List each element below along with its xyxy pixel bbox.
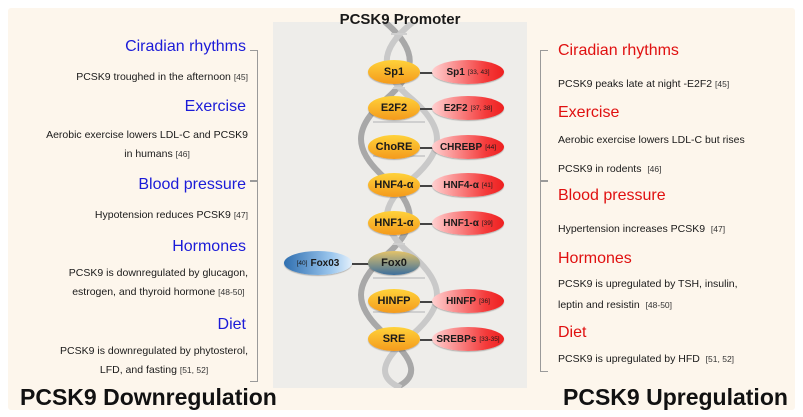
desc-text: PCSK9 is downregulated by glucagon, <box>68 267 248 279</box>
element-hnf4a: HNF4-α <box>368 173 420 197</box>
binding-link <box>420 223 434 225</box>
factor-label: Sp1 <box>446 66 465 78</box>
desc-line: estrogen, and thyroid hormone [48-50] <box>69 283 248 302</box>
desc-text: PCSK9 in rodents <box>558 163 642 175</box>
factor-label: E2F2 <box>443 102 468 114</box>
up-heading-diet: Diet <box>558 324 587 341</box>
binding-link <box>420 339 434 341</box>
binding-link <box>420 301 434 303</box>
down-desc-diet: PCSK9 is downregulated by phytosterol, L… <box>60 342 248 380</box>
binding-link <box>420 72 434 74</box>
up-desc-exercise: Aerobic exercise lowers LDL-C but rises … <box>558 131 745 179</box>
down-desc-circadian: PCSK9 troughed in the afternoon [45] <box>76 68 248 87</box>
ref-citation: [45] <box>715 79 730 89</box>
up-heading-circadian: Ciradian rhythms <box>558 42 679 59</box>
up-bracket-bottom <box>540 180 548 372</box>
factor-e2f2: E2F2[37, 38] <box>432 96 504 120</box>
ref-citation: [48-50] <box>645 300 673 310</box>
factor-label: CHREBP <box>439 141 483 153</box>
ref-citation: [48-50] <box>218 287 245 297</box>
element-hinfp: HINFP <box>368 289 420 313</box>
ref-citation: [37, 38] <box>470 104 493 112</box>
down-bracket-bottom <box>250 180 258 382</box>
desc-text: PCSK9 peaks late at night -E2F2 <box>558 78 713 90</box>
factor-srebps: SREBPs[33-35] <box>432 327 504 351</box>
binding-link <box>352 263 370 265</box>
binding-link <box>420 185 434 187</box>
up-heading-blood-pressure: Blood pressure <box>558 187 666 204</box>
desc-line: PCSK9 in rodents [46] <box>558 160 745 179</box>
element-hnf1a: HNF1-α <box>368 211 420 235</box>
ref-citation: [39] <box>481 219 493 227</box>
element-fox0: Fox0 <box>368 251 420 275</box>
desc-text: Hypotension reduces PCSK9 <box>94 209 231 221</box>
element-sre: SRE <box>368 327 420 351</box>
up-desc-blood-pressure: Hypertension increases PCSK9 [47] <box>558 220 725 239</box>
factor-label: SREBPs <box>436 333 477 345</box>
down-label: PCSK9 Downregulation <box>20 384 277 410</box>
factor-hnf4a: HNF4-α[41] <box>432 173 504 197</box>
element-sp1: Sp1 <box>368 60 420 84</box>
desc-text: PCSK9 is upregulated by HFD <box>558 353 700 365</box>
binding-link <box>420 147 434 149</box>
ref-citation: [46] <box>647 164 662 174</box>
binding-link <box>420 108 434 110</box>
element-chore: ChoRE <box>368 135 420 159</box>
ref-citation: [47] <box>233 210 248 220</box>
ref-citation: [51, 52] <box>705 354 735 364</box>
ref-citation: [40] <box>296 259 308 267</box>
up-desc-hormones: PCSK9 is upregulated by TSH, insulin, le… <box>558 275 738 315</box>
factor-sp1: Sp1[33, 43] <box>432 60 504 84</box>
factor-chrebp: CHREBP[44] <box>432 135 504 159</box>
desc-text: PCSK9 is upregulated by TSH, insulin, <box>558 278 738 290</box>
ref-citation: [47] <box>710 224 726 234</box>
desc-text: Hypertension increases PCSK9 <box>558 223 706 235</box>
desc-line: in humans [46] <box>46 145 248 164</box>
down-desc-exercise: Aerobic exercise lowers LDL-C and PCSK9 … <box>46 126 248 164</box>
factor-fox03: [40]Fox03 <box>284 251 352 275</box>
down-heading-diet: Diet <box>217 316 246 333</box>
up-desc-diet: PCSK9 is upregulated by HFD [51, 52] <box>558 350 734 369</box>
down-heading-exercise: Exercise <box>184 98 246 115</box>
down-heading-blood-pressure: Blood pressure <box>138 176 246 193</box>
up-heading-exercise: Exercise <box>558 104 620 121</box>
factor-label: HNF1-α <box>443 217 479 229</box>
element-e2f2: E2F2 <box>368 96 420 120</box>
up-bracket-top <box>540 50 548 182</box>
down-bracket-top <box>250 50 258 182</box>
desc-text: estrogen, and thyroid hormone <box>72 286 216 298</box>
desc-text: PCSK9 troughed in the afternoon <box>76 71 231 83</box>
desc-text: Aerobic exercise lowers LDL-C but rises <box>558 134 745 146</box>
ref-citation: [36] <box>479 297 490 305</box>
desc-text: in humans <box>124 148 173 160</box>
desc-text: Aerobic exercise lowers LDL-C and PCSK9 <box>46 129 248 141</box>
ref-citation: [46] <box>175 149 190 159</box>
factor-label: HINFP <box>446 295 477 307</box>
ref-citation: [45] <box>233 72 248 82</box>
down-desc-blood-pressure: Hypotension reduces PCSK9 [47] <box>95 206 248 225</box>
ref-citation: [33, 43] <box>467 68 490 76</box>
down-desc-hormones: PCSK9 is downregulated by glucagon, estr… <box>69 264 248 302</box>
desc-line: leptin and resistin [48-50] <box>558 296 738 315</box>
factor-hinfp: HINFP[36] <box>432 289 504 313</box>
desc-text: PCSK9 is downregulated by phytosterol, <box>60 345 248 357</box>
ref-citation: [51, 52] <box>179 365 209 375</box>
ref-citation: [44] <box>485 143 497 151</box>
up-desc-circadian: PCSK9 peaks late at night -E2F2 [45] <box>558 75 729 94</box>
ref-citation: [33-35] <box>479 335 500 343</box>
up-heading-hormones: Hormones <box>558 250 632 267</box>
factor-hnf1a: HNF1-α[39] <box>432 211 504 235</box>
desc-text: LFD, and fasting <box>99 364 177 376</box>
factor-label: Fox03 <box>310 257 340 269</box>
promoter-title: PCSK9 Promoter <box>339 11 461 28</box>
up-label: PCSK9 Upregulation <box>563 384 788 410</box>
desc-line: LFD, and fasting [51, 52] <box>60 361 248 380</box>
desc-text: leptin and resistin <box>558 299 640 311</box>
factor-label: HNF4-α <box>443 179 479 191</box>
down-heading-hormones: Hormones <box>172 238 246 255</box>
ref-citation: [41] <box>481 181 493 189</box>
down-heading-circadian: Ciradian rhythms <box>125 38 246 55</box>
